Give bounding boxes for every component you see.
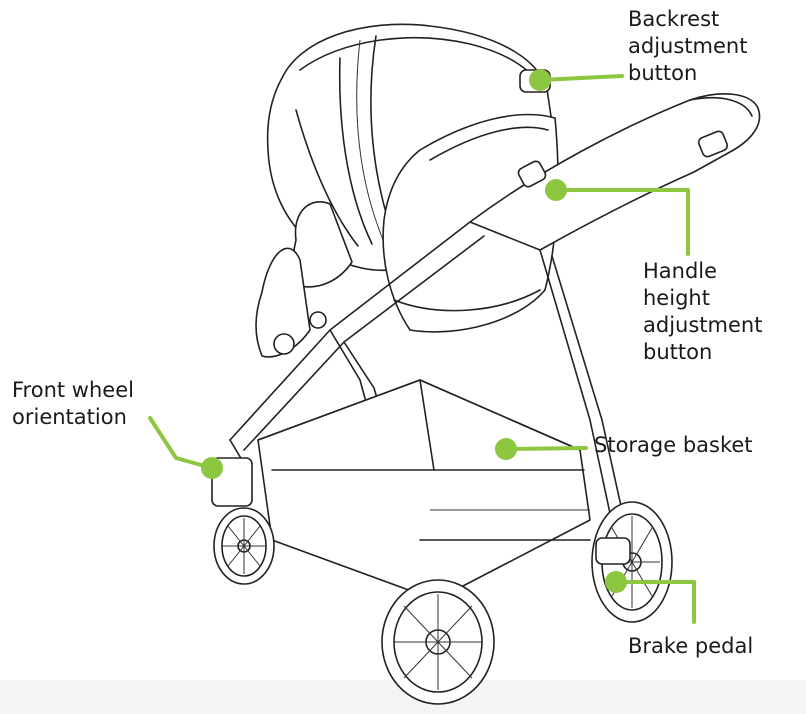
handlebar [469,93,761,251]
callout-backrest [529,69,624,91]
rear-wheel-right [591,501,673,623]
rear-wheel-left [381,579,495,705]
callout-brake [605,571,696,624]
label-front-wheel-orientation: Front wheel orientation [12,378,134,429]
seat-back [382,69,559,333]
callout-front-wheel [148,416,223,479]
label-brake-pedal: Brake pedal [628,634,754,658]
label-storage-basket: Storage basket [594,433,753,457]
label-backrest-adjustment-button: Backrest adjustment button [628,7,748,85]
label-handle-height-adjustment-button: Handle height adjustment button [643,259,763,364]
callout-handle [545,179,690,256]
seat-sides [255,201,353,358]
basket [257,379,591,601]
callout-storage [495,438,588,460]
